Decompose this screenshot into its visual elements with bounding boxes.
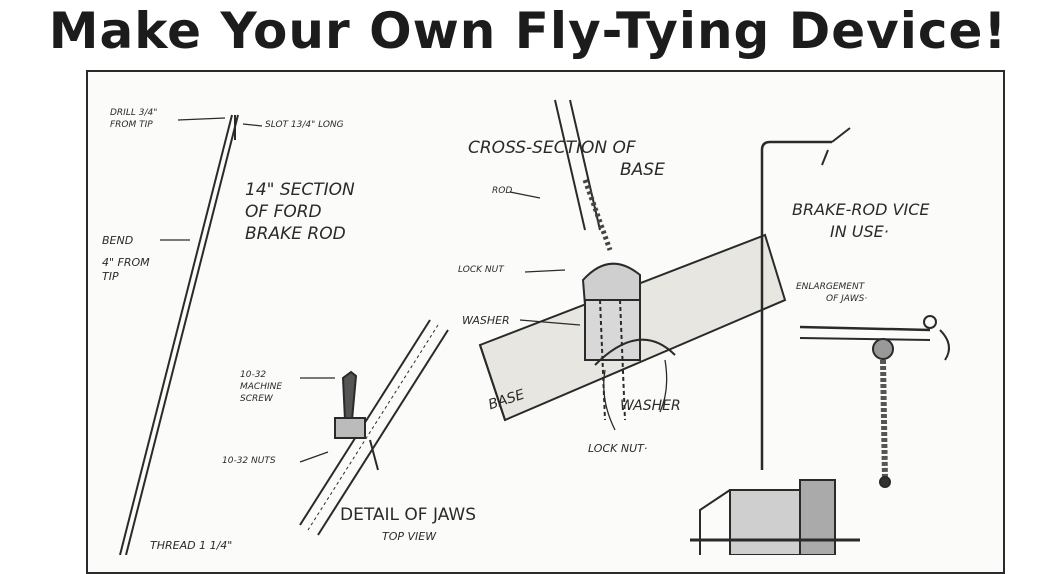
vice-label-2: IN USE· [830,222,889,241]
nuts-label: 10-32 NUTS [222,456,276,466]
drill-label-1: DRILL 3/4" [110,108,158,118]
section-label-1: 14" SECTION [245,180,355,200]
lock-nut-label-2: LOCK NUT· [588,442,648,455]
enlargement-label-1: ENLARGEMENT [796,282,865,292]
washer-label-2: WASHER [620,398,681,414]
enlargement-label-2: OF JAWS· [826,294,868,304]
screw-label-1: 10-32 [240,370,267,380]
cross-section-rod [554,99,613,251]
vice-label-1: BRAKE-ROD VICE [792,200,930,219]
jaws-title: DETAIL OF JAWS [340,505,476,525]
jaws-subtitle: TOP VIEW [382,530,437,543]
section-label-2: OF FORD [245,202,322,222]
enlargement-jaws [799,315,950,488]
brake-rod [119,114,239,555]
rod-label: ROD [492,186,513,196]
cross-section-base [478,233,787,422]
bend-label-3: TIP [102,270,119,283]
vice-base [690,479,860,555]
jaws-detail-rod [299,319,449,536]
page-title: Make Your Own Fly-Tying Device! [48,2,1008,60]
cross-section-label-1: CROSS-SECTION OF [468,138,636,158]
lock-nut-label-1: LOCK NUT [458,265,504,275]
section-label-3: BRAKE ROD [245,224,346,244]
cross-section-label-2: BASE [620,160,665,180]
slot-label: SLOT 13/4" LONG [265,120,344,130]
drill-label-2: FROM TIP [110,120,153,130]
thread-label: THREAD 1 1/4" [150,539,233,552]
bend-label-1: BEND [102,234,134,247]
vice-rod [760,127,851,470]
line-drawings [119,99,950,555]
machine-screw [334,370,379,471]
screw-label-2: MACHINE [240,382,283,392]
bend-label-2: 4" FROM [102,256,150,269]
washer-label-1: WASHER [462,314,510,327]
screw-label-3: SCREW [240,394,273,404]
